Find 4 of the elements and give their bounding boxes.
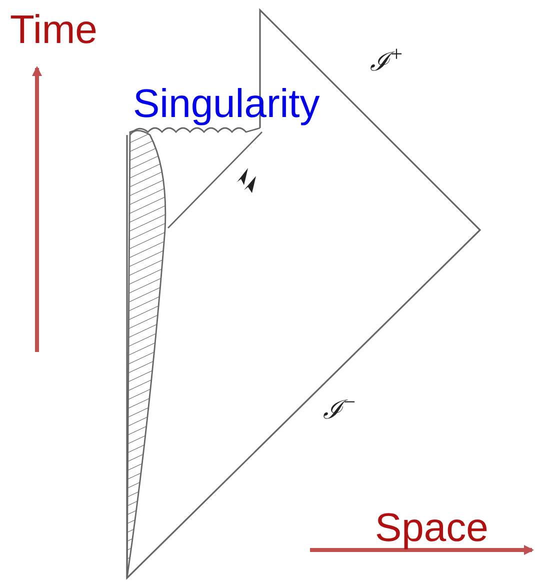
boundary-label: ℐ$^{−}$ bbox=[323, 392, 357, 424]
axis-label: Space bbox=[375, 508, 488, 548]
axis-label: Time bbox=[10, 10, 98, 50]
boundary-label: ℐ$^{+}$ bbox=[370, 44, 404, 76]
